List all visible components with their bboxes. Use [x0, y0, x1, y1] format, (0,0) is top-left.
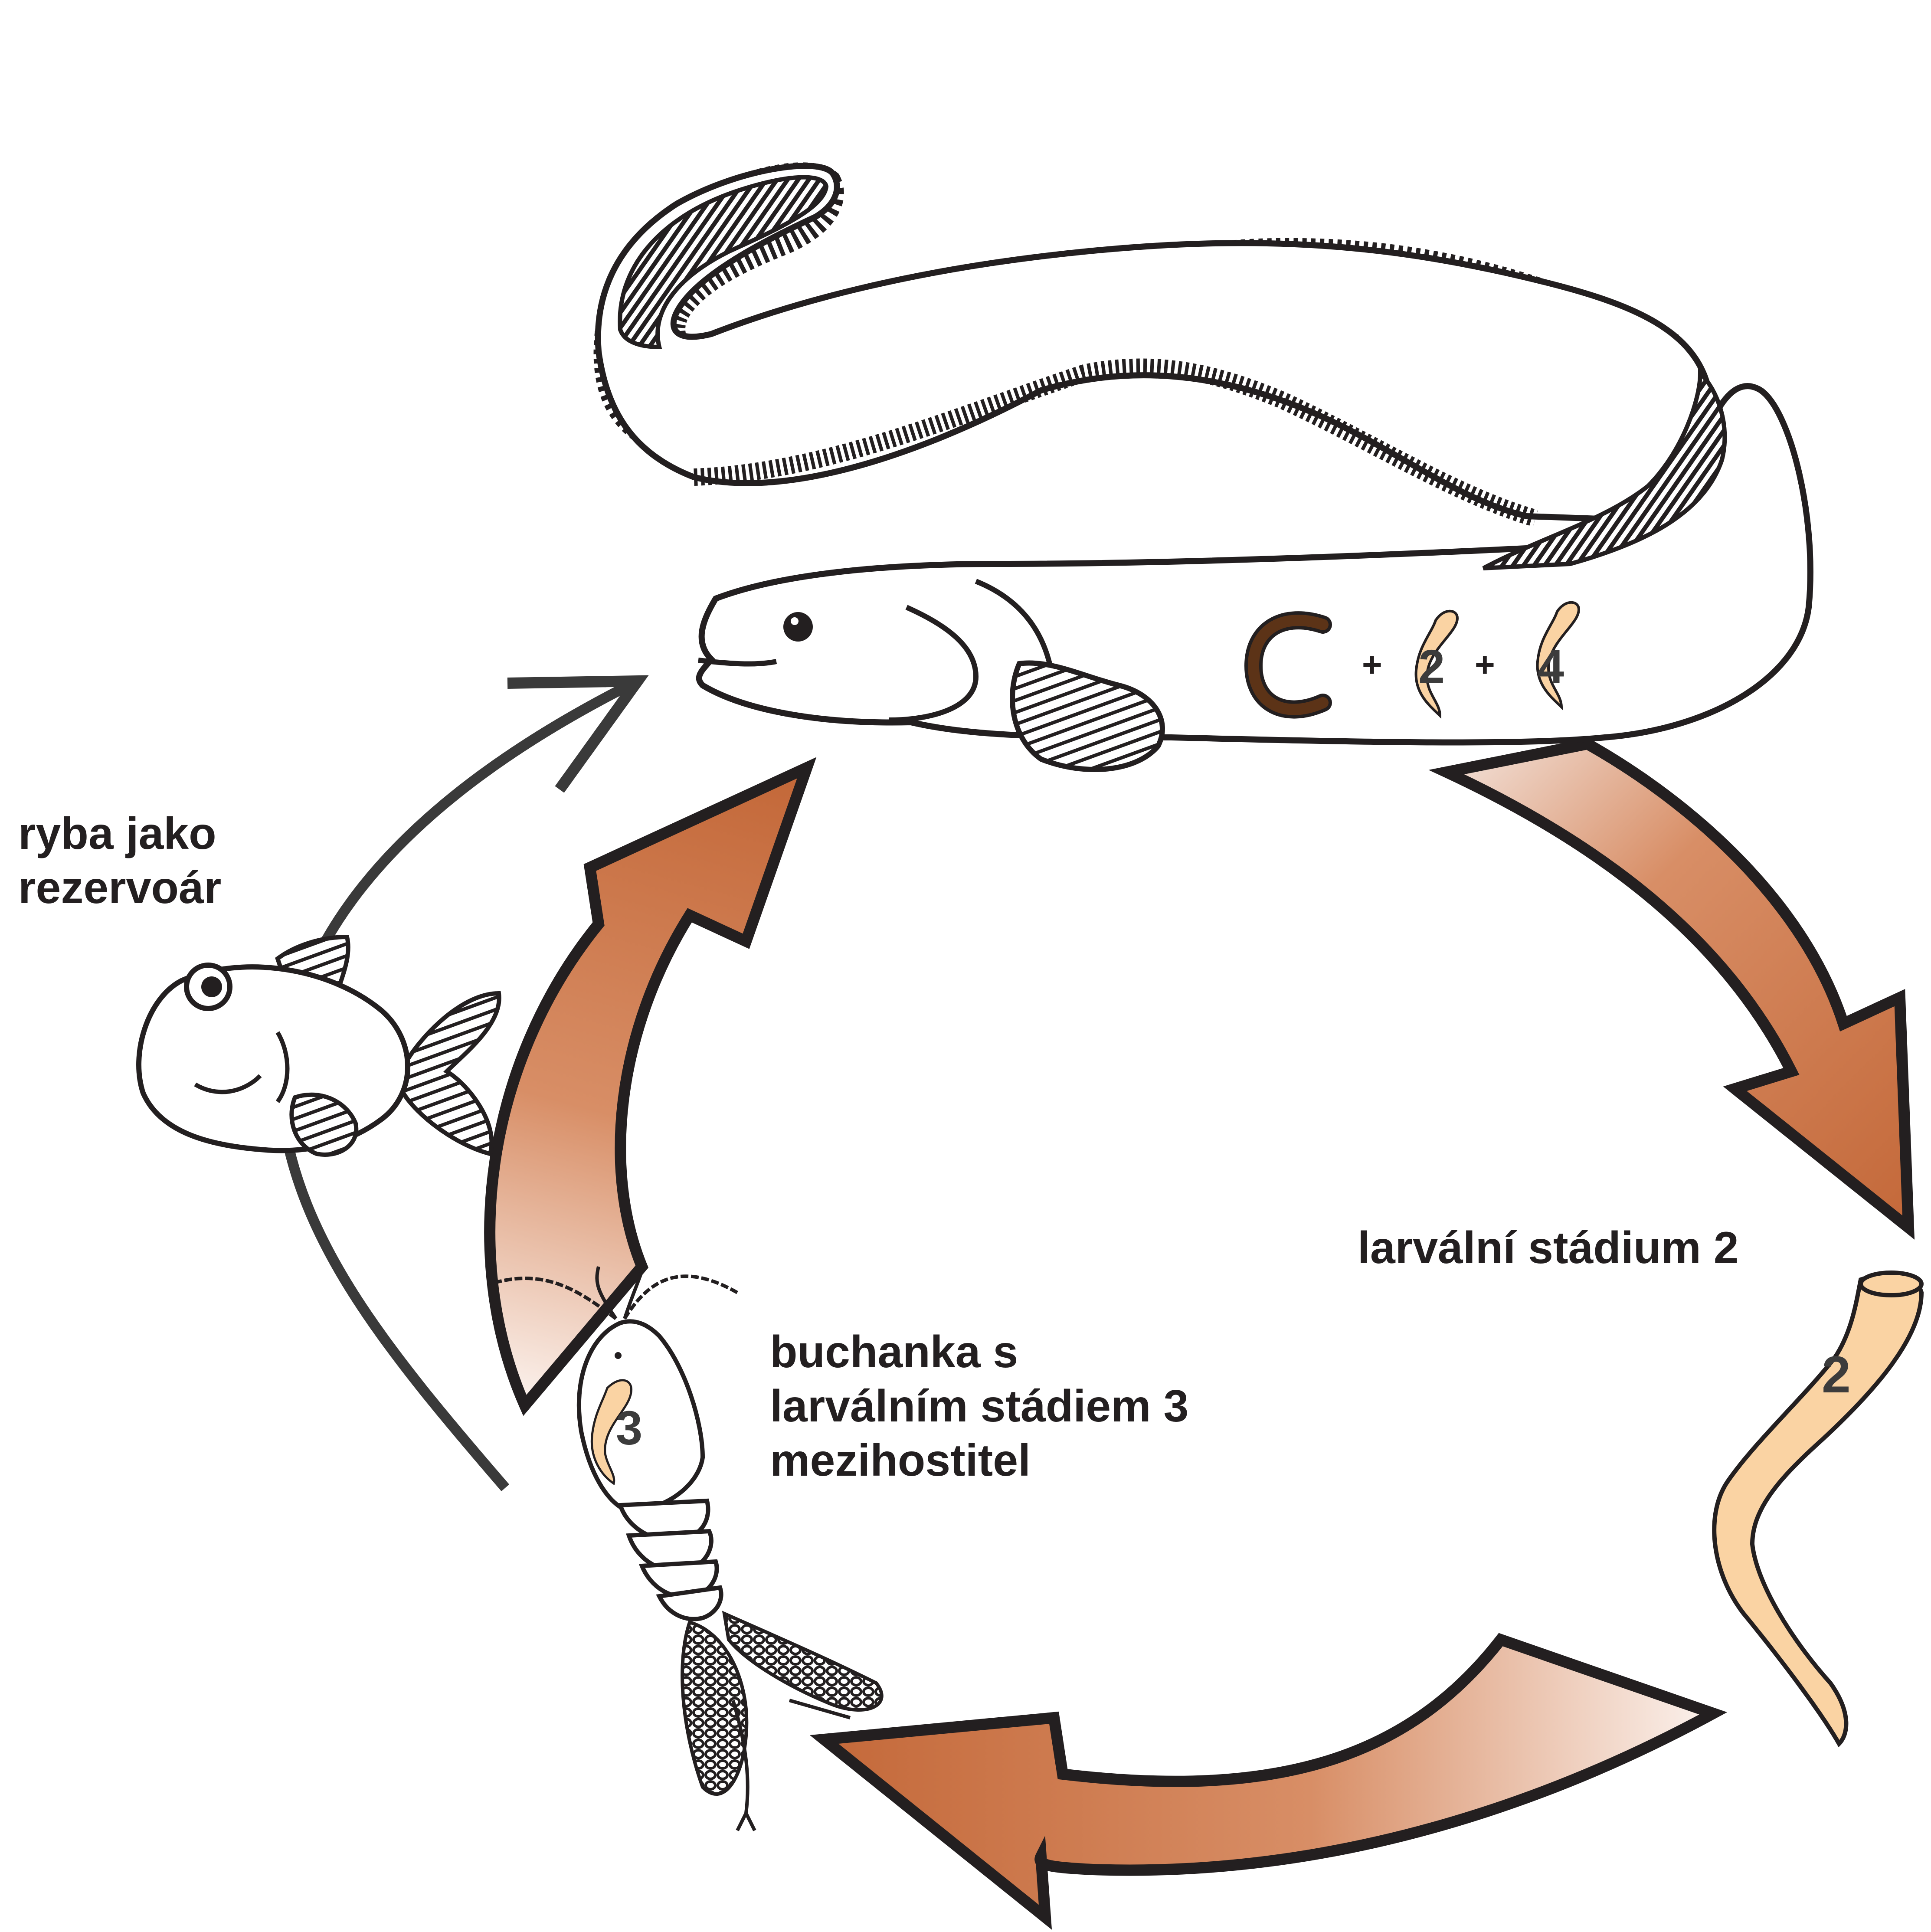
copepod-antenna-right: [625, 1276, 737, 1319]
eel-eye-highlight: [791, 617, 799, 625]
copepod-larva-number: 3: [616, 1402, 642, 1455]
larva-2-number: 2: [1822, 1346, 1851, 1404]
fish-reservoir-label: ryba jako rezervoár: [18, 807, 221, 915]
eel-eye: [783, 612, 813, 642]
larva-2-body: [1714, 1275, 1921, 1744]
copepod-label: buchanka s larválním stádiem 3 mezihosti…: [770, 1325, 1188, 1488]
copepod-label-line-3: mezihostitel: [770, 1434, 1188, 1488]
fish-body: [139, 967, 408, 1150]
arrow-larva-to-copepod: [824, 1640, 1713, 1917]
copepod-label-line-1: buchanka s: [770, 1325, 1188, 1379]
reservoir-arrow-head: [507, 681, 638, 789]
eel: + 2 + 4: [598, 166, 1810, 770]
fish-reservoir-label-line-2: rezervoár: [18, 861, 221, 915]
fish-reservoir-label-line-1: ryba jako: [18, 807, 221, 861]
fish-tail-fin: [403, 993, 499, 1154]
formula-stage-b: 4: [1538, 640, 1564, 694]
copepod-eye: [615, 1352, 622, 1359]
formula-plus-2: +: [1475, 645, 1495, 684]
fish-pupil: [201, 976, 222, 997]
larval-stage-2-label: larvální stádium 2: [1358, 1221, 1739, 1275]
arrow-eel-to-larva: [1447, 744, 1908, 1228]
arrow-copepod-to-eel: [490, 768, 807, 1405]
copepod-label-line-2: larválním stádiem 3: [770, 1379, 1188, 1434]
larva-stage-2: 2: [1714, 1273, 1921, 1744]
copepod-egg-sac-right: [724, 1614, 882, 1710]
copepod-furca: [733, 1700, 850, 1830]
formula-stage-a: 2: [1418, 640, 1445, 694]
larva-2-mouth: [1861, 1273, 1921, 1295]
reservoir-fish: [139, 937, 499, 1155]
formula-plus-1: +: [1362, 645, 1382, 684]
